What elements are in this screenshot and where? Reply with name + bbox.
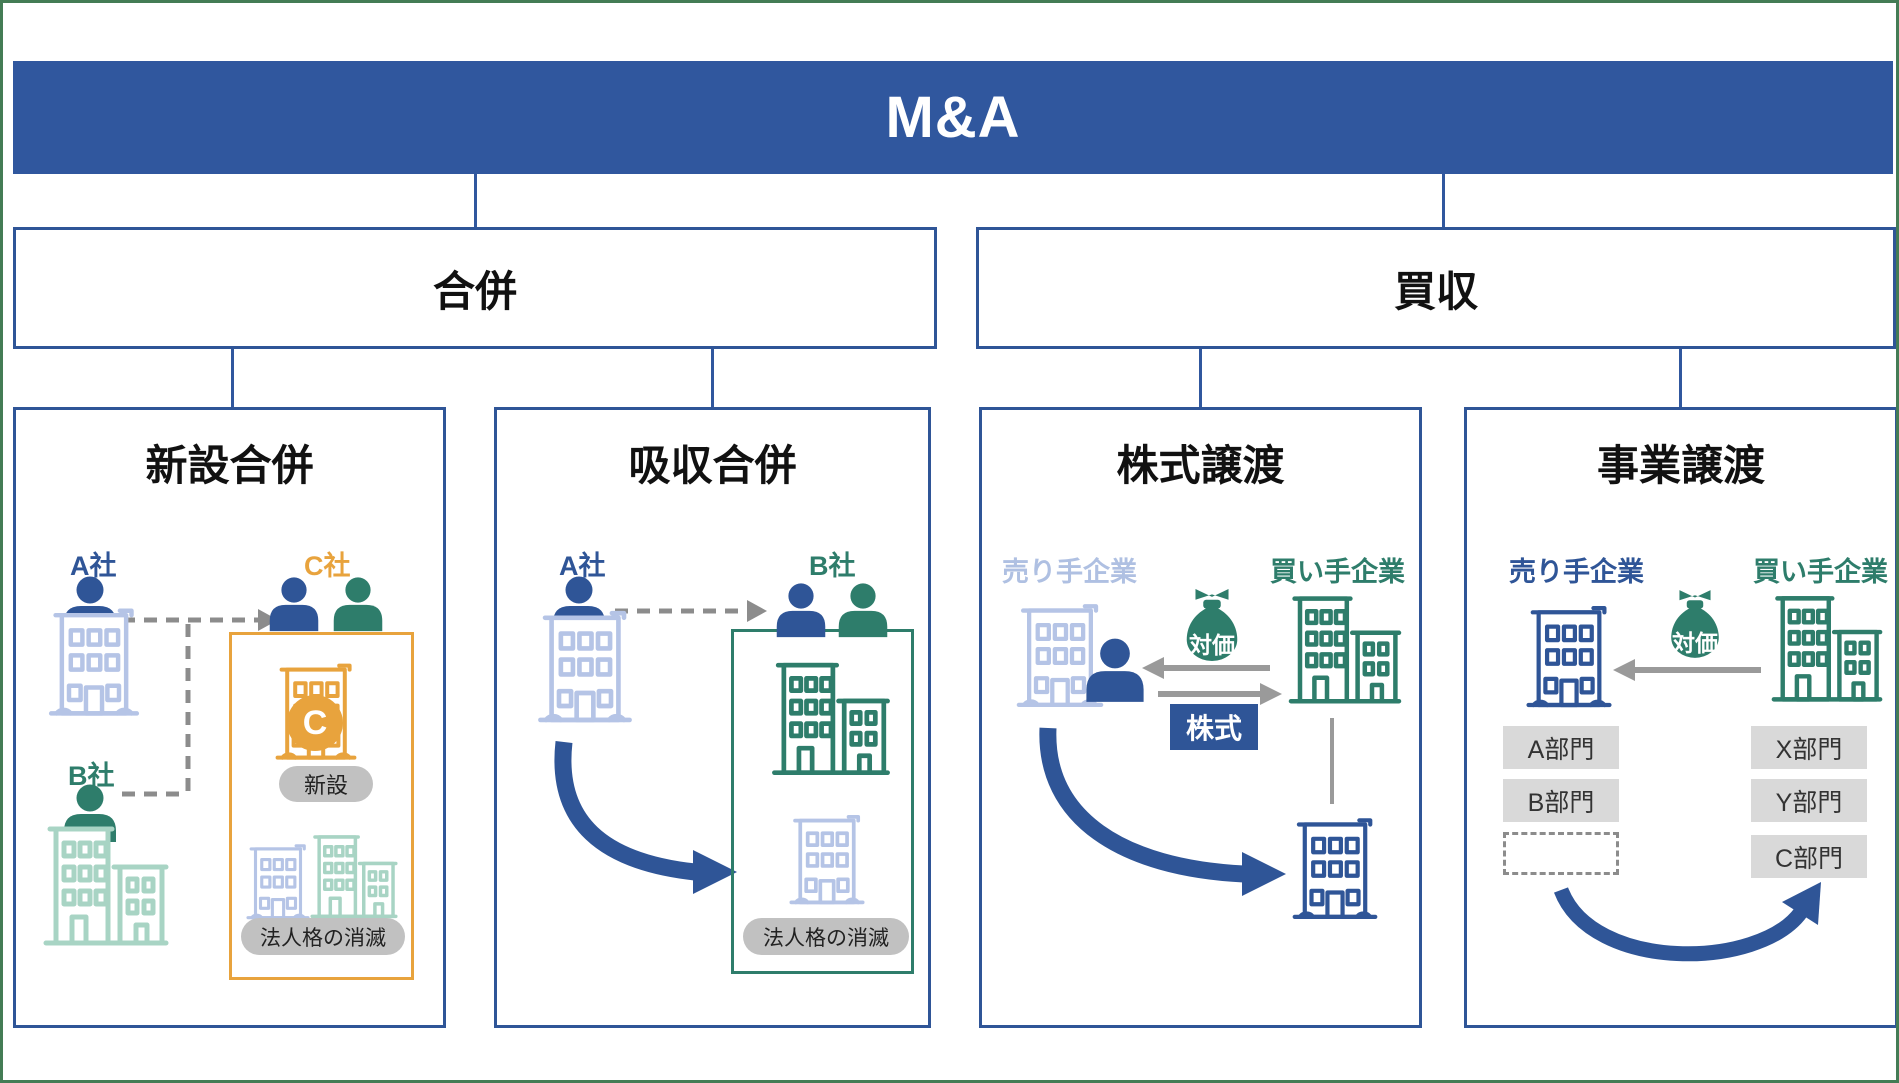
- stock-box: 株式: [1170, 704, 1258, 750]
- category-merger-box: 合併: [13, 227, 937, 349]
- company-b-label: B社: [809, 551, 856, 581]
- consideration-label: 対価: [1672, 630, 1718, 656]
- dissolution-pill: 法人格の消滅: [241, 918, 405, 955]
- person-icon: [266, 576, 322, 632]
- connector-merger-kyushu: [711, 349, 714, 407]
- new-company-frame: [229, 632, 414, 980]
- seller-person-icon: [1082, 638, 1148, 702]
- company-a-label: A社: [559, 551, 606, 581]
- buyer-division-y: Y部門: [1751, 779, 1867, 822]
- connector-banner-acquisition: [1442, 174, 1445, 228]
- connector-acquisition-jigyo: [1679, 349, 1682, 407]
- building-icon: [533, 602, 637, 732]
- subsidiary-building-icon: [1288, 810, 1382, 928]
- panel-jigyo-joto: 事業譲渡 売り手企業 対価 買い手企業 A部門 B部門 X部門 Y部門 C部門: [1464, 407, 1896, 1028]
- category-merger-label: 合併: [432, 267, 517, 315]
- new-establishment-pill: 新設: [279, 766, 373, 802]
- company-a-label: A社: [70, 551, 117, 581]
- person-icon: [330, 576, 386, 632]
- dissolution-pill: 法人格の消滅: [743, 918, 909, 955]
- panel-title: 株式譲渡: [1116, 442, 1285, 489]
- connector-banner-merger: [474, 174, 477, 228]
- seller-building-icon: [1519, 598, 1619, 716]
- panel-title: 事業譲渡: [1596, 442, 1765, 489]
- seller-label: 売り手企業: [1002, 557, 1137, 587]
- connector-acsquisition-kabushiki: [1199, 349, 1202, 407]
- consideration-label: 対価: [1189, 632, 1235, 658]
- company-c-badge: C: [287, 695, 343, 751]
- category-acquisition-label: 買収: [1393, 267, 1478, 315]
- person-icon: [773, 582, 829, 638]
- transferred-division-placeholder: [1503, 832, 1619, 875]
- panel-kyushu-gappei: 吸収合併 A社 B社 法人格の消滅: [494, 407, 931, 1028]
- mna-header-banner: M&A: [13, 61, 1893, 174]
- page-title: M&A: [885, 85, 1021, 150]
- buyer-division-c: C部門: [1751, 835, 1867, 878]
- buyer-label: 買い手企業: [1753, 557, 1888, 587]
- buyer-division-x: X部門: [1751, 726, 1867, 769]
- panel-title: 新設合併: [145, 442, 314, 489]
- buyer-building-icon: [1765, 586, 1889, 710]
- company-c-label: C社: [304, 551, 351, 581]
- building-icon: [44, 600, 144, 725]
- panel-kabushiki-joto: 株式譲渡 売り手企業 対価 株式 買い手企業: [979, 407, 1422, 1028]
- dissolved-building-icon: [243, 838, 313, 926]
- dissolved-building-pair-icon: [308, 824, 400, 928]
- category-acquisition-box: 買収: [976, 227, 1896, 349]
- connector-merger-shinsetsu: [231, 349, 234, 407]
- surviving-building-icon: [765, 652, 897, 784]
- seller-division-b: B部門: [1503, 779, 1619, 822]
- person-icon: [835, 582, 891, 638]
- building-pair-icon: [40, 810, 172, 960]
- buyer-label: 買い手企業: [1270, 557, 1405, 587]
- seller-label: 売り手企業: [1509, 557, 1644, 587]
- panel-shinsetsu-gappei: 新設合併 A社 B社 C社 C 新設 法人格の消滅: [13, 407, 446, 1028]
- buyer-building-icon: [1282, 586, 1408, 712]
- dissolved-building-icon: [785, 808, 869, 912]
- seller-division-a: A部門: [1503, 726, 1619, 769]
- flow-arrows: [1553, 659, 1821, 962]
- panel-title: 吸収合併: [628, 442, 797, 489]
